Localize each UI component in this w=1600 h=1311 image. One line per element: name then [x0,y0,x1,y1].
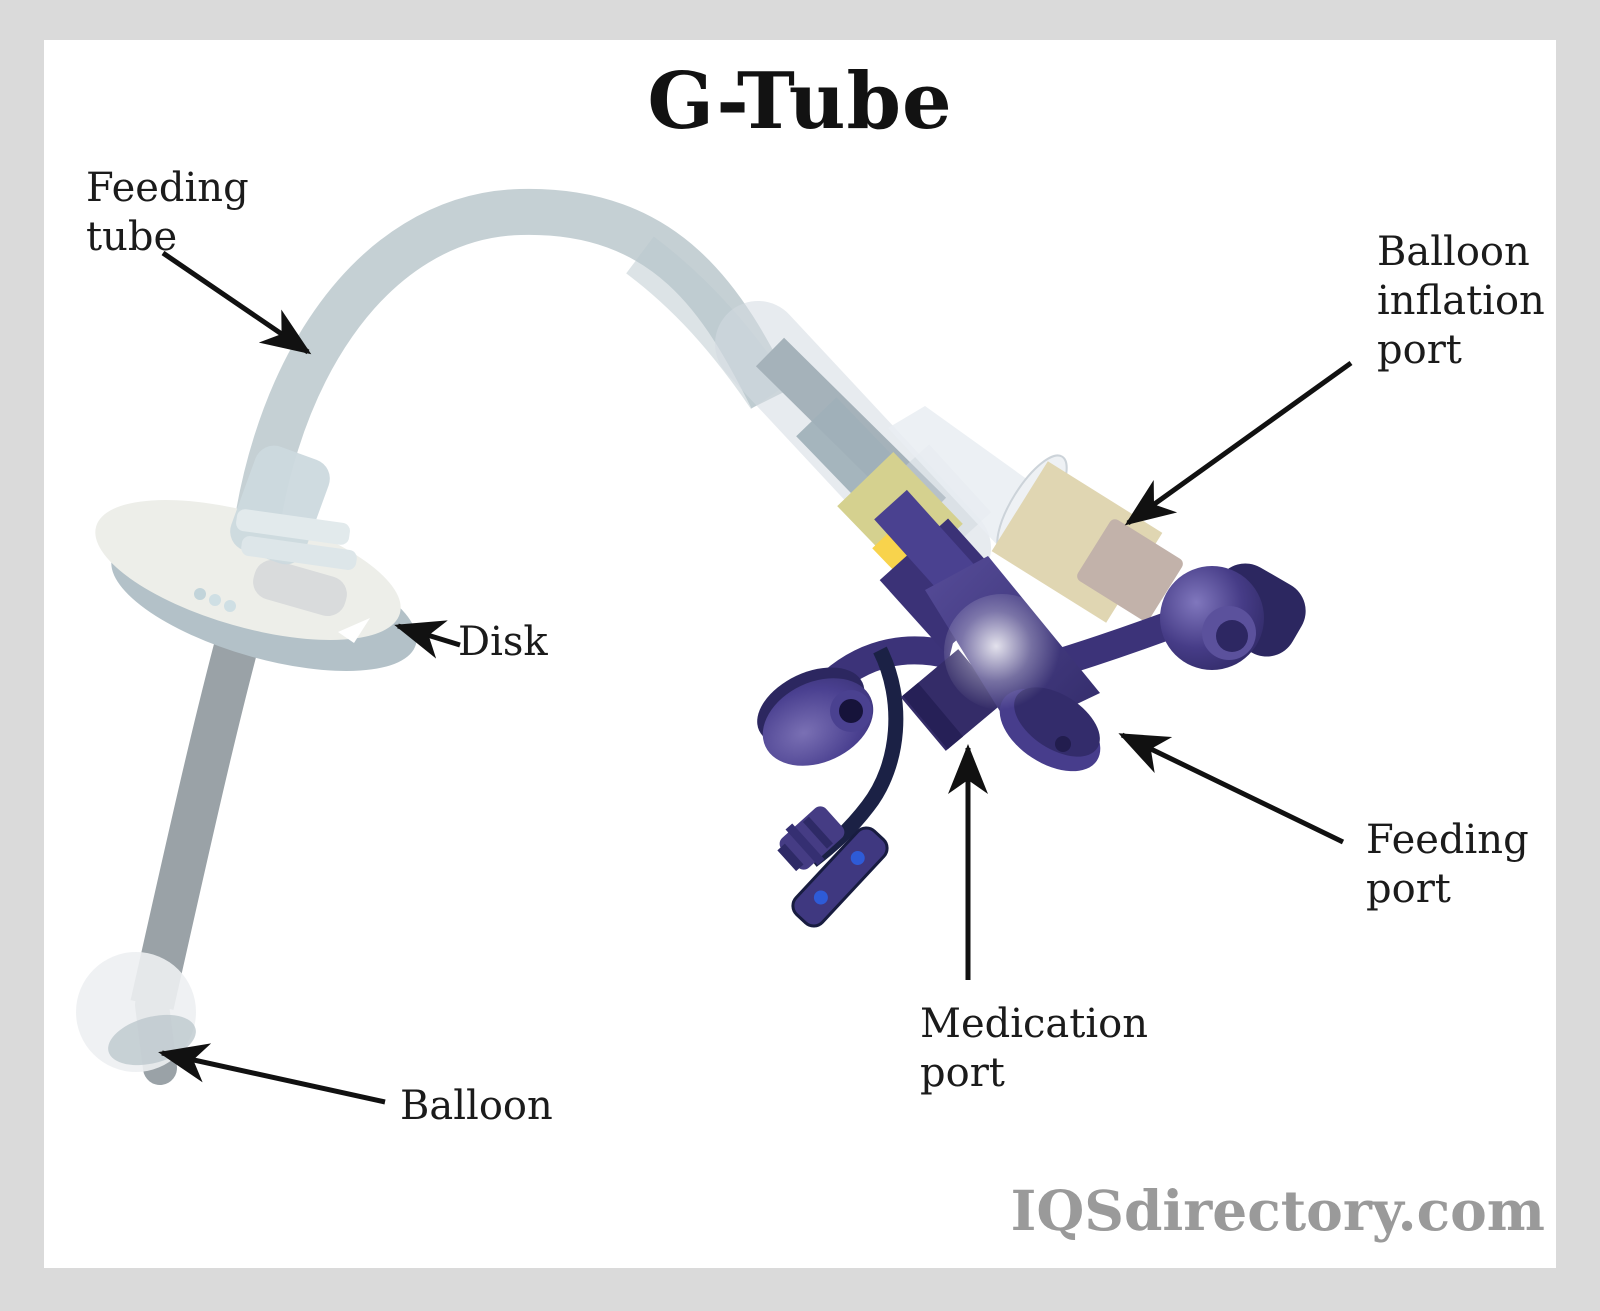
feeding-tube-arrow [161,250,312,355]
label-arrows [158,250,1353,1105]
ball-plug-center [1216,620,1248,652]
clamp-bar [236,509,350,545]
balloon-arrow [158,1043,386,1105]
strap-end-plug [791,826,889,928]
clamp-bar [241,536,357,570]
assembly-neck-cap [874,489,978,599]
inflation-port-cone [888,406,1042,548]
inflation-port-tip [1077,519,1183,621]
feeding-port-arrow [1118,732,1345,845]
label-medication-port: Medication port [920,1001,1148,1096]
label-balloon: Balloon [400,1083,553,1129]
funnel-highlight [944,594,1060,710]
label-feeding-port: Feeding port [1366,817,1529,912]
watermark: IQSdirectory.com [1010,1178,1545,1243]
left-plug-hole [839,699,863,723]
disk-dot [194,588,206,600]
disk-dot [209,594,221,606]
feeding-port-hole [1055,736,1071,752]
label-balloon-inflation-port: Balloon inflation port [1377,229,1545,373]
tube-lower-segment [130,589,272,1010]
port-assembly [757,489,1306,928]
disk-arrow [394,620,461,659]
ribbed-plug [777,806,845,872]
page-title: G-Tube [647,56,953,147]
disk-dot [224,600,236,612]
medication-port-rim [902,682,964,750]
label-disk: Disk [458,619,548,665]
feeding-port-rim-inner [1014,687,1100,757]
balloon-inflation-port-arrow [1124,360,1353,526]
disk-tab [253,559,347,617]
label-feeding-tube: Feeding tube [86,165,249,260]
disk-notch [338,618,370,643]
